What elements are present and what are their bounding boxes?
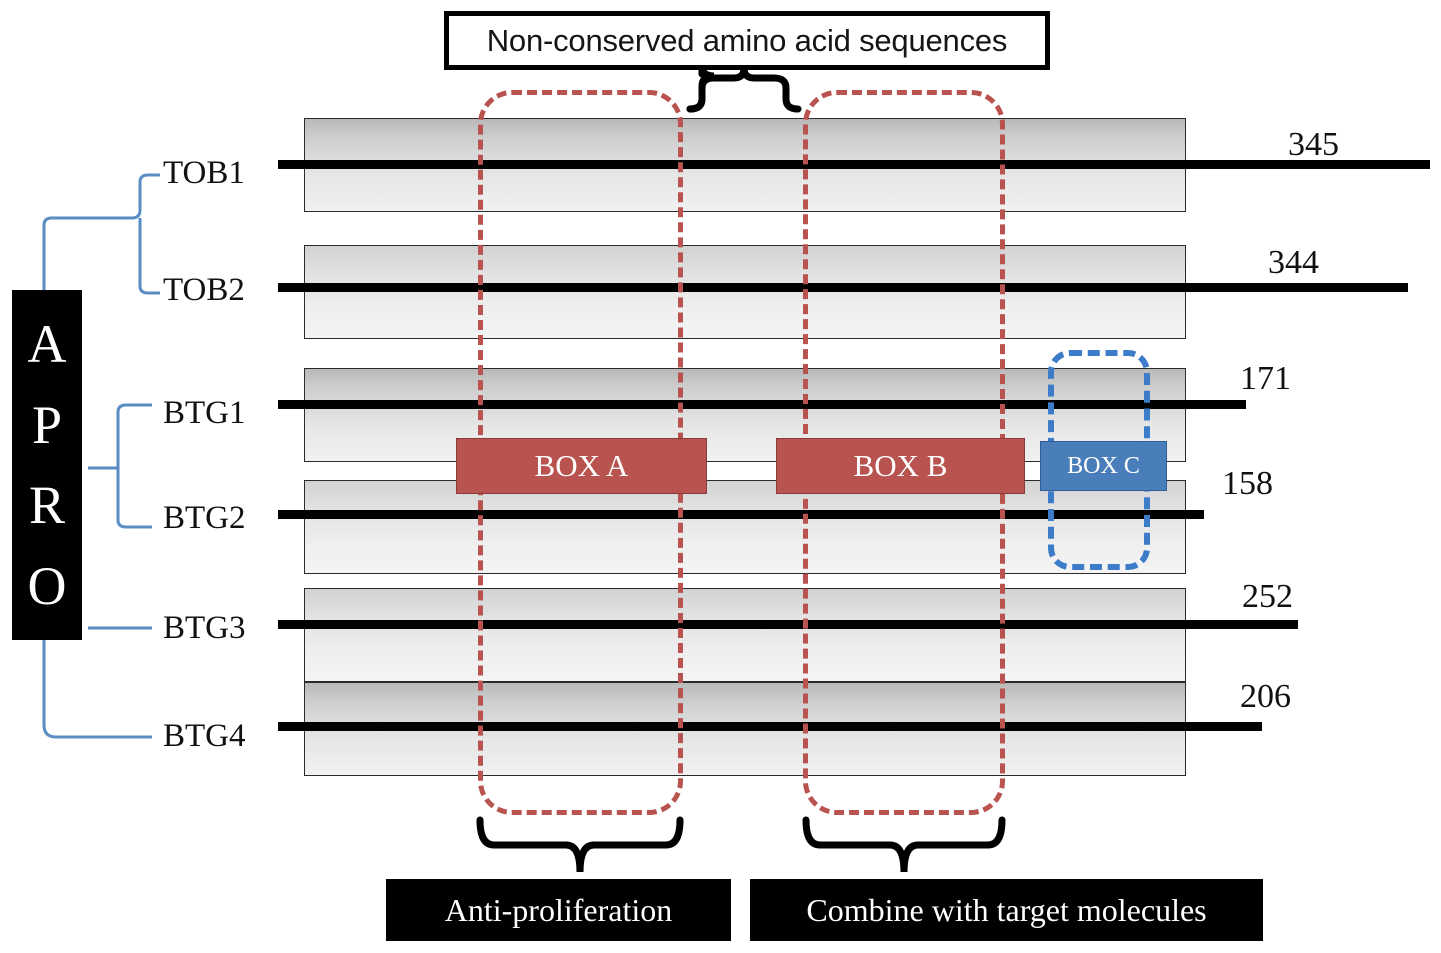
backbone-line-btg4: [278, 722, 1262, 731]
backbone-line-tob2: [278, 283, 1408, 292]
tree-connector-btg4: [42, 640, 152, 739]
motif-box-c: BOX C: [1040, 441, 1167, 491]
protein-bar-btg1: [304, 368, 1186, 462]
brace-top-non-conserved: [686, 65, 802, 113]
tree-connector-tob: [42, 173, 160, 295]
gene-label-tob2: TOB2: [163, 272, 245, 308]
residue-count-tob1: 345: [1288, 126, 1339, 163]
residue-count-tob2: 344: [1268, 244, 1319, 281]
apro-letter-o: O: [27, 556, 67, 617]
residue-count-btg1: 171: [1240, 360, 1291, 397]
backbone-line-btg3: [278, 620, 1298, 629]
protein-bar-btg3: [304, 588, 1186, 682]
motif-box-a: BOX A: [456, 438, 707, 494]
backbone-line-btg1: [278, 400, 1246, 409]
motif-box-c-label: BOX C: [1067, 452, 1140, 479]
callout-anti-proliferation: Anti-proliferation: [386, 879, 731, 941]
residue-count-btg3: 252: [1242, 578, 1293, 615]
callout-combine-target-molecules: Combine with target molecules: [750, 879, 1263, 941]
gene-label-btg2: BTG2: [163, 500, 246, 536]
callout-combine-target-label: Combine with target molecules: [806, 891, 1207, 928]
brace-anti-proliferation: [476, 816, 684, 873]
residue-count-btg2: 158: [1222, 465, 1273, 502]
motif-box-b: BOX B: [776, 438, 1025, 494]
protein-bar-tob2: [304, 245, 1186, 339]
residue-count-btg4: 206: [1240, 678, 1291, 715]
callout-anti-proliferation-label: Anti-proliferation: [444, 891, 673, 928]
gene-label-tob1: TOB1: [163, 155, 245, 191]
backbone-line-tob1: [278, 160, 1430, 169]
callout-non-conserved-label: Non-conserved amino acid sequences: [486, 22, 1008, 58]
tree-connector-btg12: [88, 403, 152, 529]
brace-combine-target: [802, 816, 1006, 873]
gene-label-btg1: BTG1: [163, 395, 246, 431]
protein-bar-btg2: [304, 480, 1186, 574]
apro-letter-a: A: [27, 313, 67, 374]
apro-family-label-box: A P R O: [12, 290, 82, 640]
motif-box-a-label: BOX A: [534, 448, 629, 483]
motif-box-b-label: BOX B: [853, 448, 948, 483]
apro-letter-p: P: [31, 394, 63, 455]
callout-non-conserved-sequences: Non-conserved amino acid sequences: [444, 11, 1050, 70]
backbone-line-btg2: [278, 510, 1204, 519]
apro-letter-r: R: [28, 475, 66, 536]
gene-label-btg4: BTG4: [163, 718, 246, 754]
gene-label-btg3: BTG3: [163, 610, 246, 646]
